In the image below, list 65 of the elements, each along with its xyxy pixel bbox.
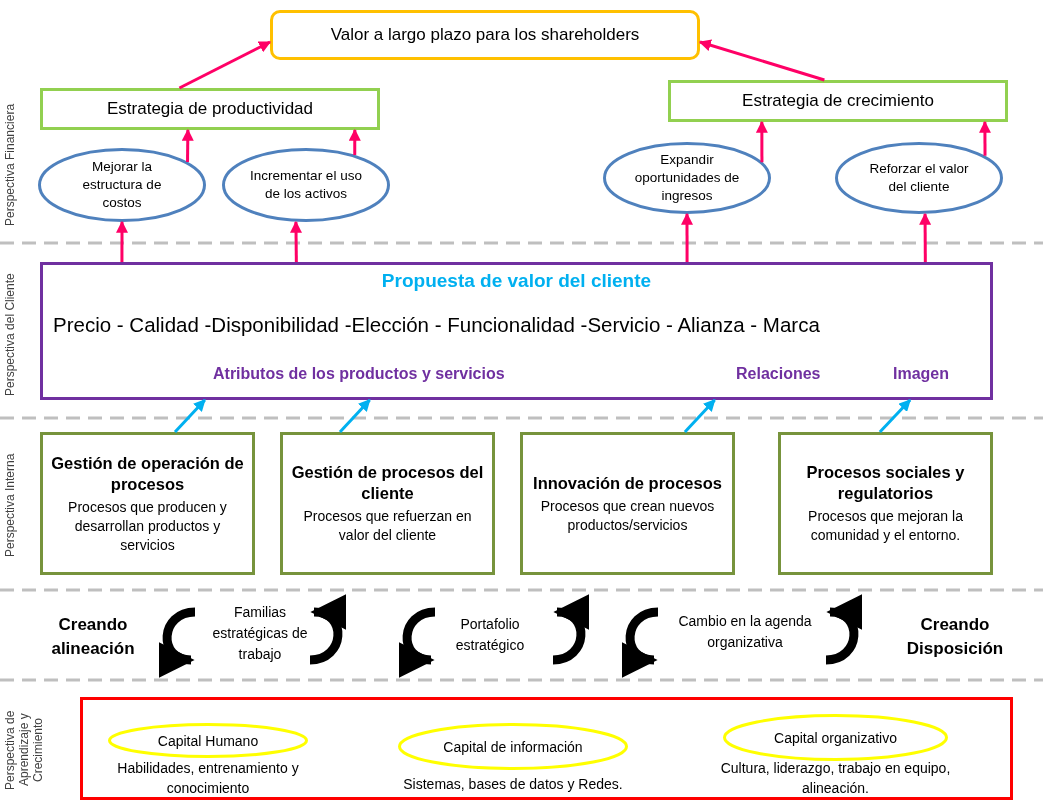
capital-panel [80,697,1013,800]
process-box [40,432,255,575]
process-description: Procesos que refuerzan en valor del cliente [302,507,473,545]
objective-ellipse [38,148,206,222]
cycle-label: Cambio en la agenda organizativa [677,612,813,652]
arrow [878,398,912,434]
arrow [338,398,371,434]
capital-ellipse [723,714,948,761]
ellipse-label: Expandir oportunidades de ingresos [633,151,741,205]
process-description: Procesos que mejoran la comunidad y el entorno. [807,507,964,545]
arrow [698,39,825,82]
process-title: Procesos sociales y regulatorios [805,462,966,504]
goal-box [270,10,700,60]
objective-ellipse [222,148,390,222]
attribute-label: Imagen [893,365,949,383]
cycle-label: Familias estratégicas de trabajo [211,602,309,664]
capital-ellipse [108,723,308,758]
box-label: Valor a largo plazo para los shareholders [329,25,641,45]
process-title: Gestión de procesos del cliente [290,462,485,504]
stage-label: Creando Disposición [905,614,1005,660]
attribute-label: Relaciones [736,365,821,383]
cycle-label: Portafolio estratégico [454,615,526,655]
ellipse-label: Incrementar el uso de los activos [249,167,363,203]
value-proposition-box [40,262,993,400]
arrow [978,120,991,156]
process-box [778,432,993,575]
perspective-label: Perspectiva Financiera [2,102,18,229]
arrow [116,220,128,262]
capital-description: Habilidades, entrenamiento y conocimiento [116,759,300,798]
stage-label: Creando alineación [50,614,136,660]
arrow [181,128,194,163]
capital-description: Cultura, liderazgo, trabajo en equipo, alineación. [719,759,952,798]
objective-ellipse [835,142,1003,214]
ellipse-label: Reforzar el valor del cliente [868,160,970,196]
process-box [280,432,495,575]
attribute-label: Atributos de los productos y servicios [213,365,505,383]
process-title: Gestión de operación de procesos [50,452,245,495]
value-title: Propuesta de valor del cliente [380,270,653,292]
capital-description: Sistemas, bases de datos y Redes. [402,775,624,794]
objective-ellipse [603,142,771,214]
perspective-label: Perspectiva del Cliente [2,272,18,399]
ellipse-label: Capital de información [442,737,584,756]
perspective-label: Perspectiva Interna [2,452,18,559]
ellipse-label: Capital organizativo [773,728,898,747]
arrow [755,120,768,163]
arrow [178,40,272,90]
process-box [520,432,735,575]
perspective-label: Perspectiva de Aprendizaje y Crecimiento [2,709,46,792]
attribute-list: Precio - Calidad -Disponibilidad -Elección - Funcionalidad -Servicio - Alianza - Marca [53,313,820,337]
arrow [919,212,932,262]
process-description: Procesos que crean nuevos productos/servicios [539,496,716,535]
arrow [681,212,693,262]
arrow [290,220,303,262]
capital-ellipse [398,723,628,770]
process-title: Innovación de procesos [532,472,723,494]
strategy-box [668,80,1008,122]
box-label: Estrategia de productividad [106,99,314,119]
ellipse-label: Mejorar la estructura de costos [81,158,163,212]
ellipse-label: Capital Humano [156,731,260,750]
arrow [683,398,716,434]
strategy-box [40,88,380,130]
process-description: Procesos que producen y desarrollan productos y servicios [67,497,228,555]
arrow [173,398,206,434]
box-label: Estrategia de crecimiento [741,91,935,111]
arrow [348,128,361,156]
